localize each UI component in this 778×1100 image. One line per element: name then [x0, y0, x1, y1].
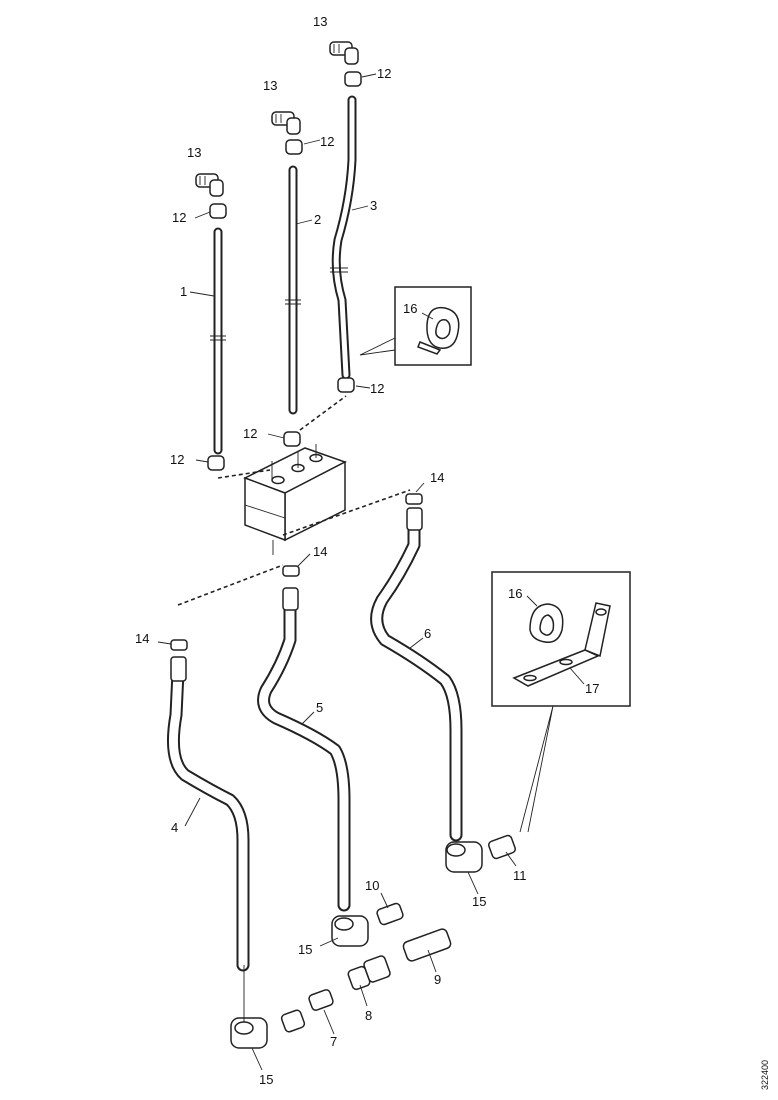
label-part-12-c: 12: [377, 66, 391, 81]
adapter-7: [280, 989, 334, 1033]
label-part-7: 7: [330, 1034, 337, 1049]
label-part-12-a: 12: [172, 210, 186, 225]
callout-labels: 1 2 3 4 5 6 7 8 9 10 11 12 12 12 12 12 1…: [135, 14, 770, 1090]
label-part-14-a: 14: [430, 470, 444, 485]
label-part-12-d: 12: [170, 452, 184, 467]
hose-1: [210, 227, 226, 455]
label-part-12-b: 12: [320, 134, 334, 149]
hose-6: [370, 507, 463, 842]
label-part-14-b: 14: [313, 544, 327, 559]
label-part-13-b: 13: [263, 78, 277, 93]
alignment-lines: [177, 395, 411, 606]
sleeve-12-group: [207, 71, 362, 471]
label-part-10: 10: [365, 878, 379, 893]
inset-bracket: [491, 571, 631, 833]
label-part-3: 3: [370, 198, 377, 213]
hose-5: [257, 587, 351, 912]
connector-11: [488, 834, 516, 860]
tee-fitting-15-a: [230, 965, 268, 1049]
label-part-15-a: 15: [259, 1072, 273, 1087]
label-part-4: 4: [171, 820, 178, 835]
label-part-6: 6: [424, 626, 431, 641]
connector-10: [376, 902, 404, 926]
tee-fitting-15-b: [331, 915, 369, 947]
hose-2: [285, 165, 301, 415]
hose-4: [166, 656, 250, 972]
label-part-1: 1: [180, 284, 187, 299]
nut-8: [347, 955, 391, 991]
label-part-8: 8: [365, 1008, 372, 1023]
tee-fitting-15-c: [445, 841, 483, 873]
elbow-fitting-13-a: [195, 173, 224, 197]
elbow-fitting-13-b: [271, 111, 301, 135]
connector-9: [402, 928, 452, 962]
label-part-14-c: 14: [135, 631, 149, 646]
label-part-11: 11: [513, 868, 527, 883]
inset-clamp: [359, 286, 472, 366]
label-part-2: 2: [314, 212, 321, 227]
label-part-15-b: 15: [298, 942, 312, 957]
hose-3: [330, 95, 357, 380]
label-part-16-a: 16: [403, 301, 417, 316]
nut-14-group: [170, 493, 423, 651]
reference-number: 322400: [760, 1060, 770, 1090]
label-part-16-b: 16: [508, 586, 522, 601]
elbow-fitting-13-c: [329, 41, 359, 65]
label-part-5: 5: [316, 700, 323, 715]
label-part-13-c: 13: [313, 14, 327, 29]
label-part-13-a: 13: [187, 145, 201, 160]
label-part-12-f: 12: [370, 381, 384, 396]
manifold-block: [243, 444, 347, 555]
label-part-12-e: 12: [243, 426, 257, 441]
label-part-15-c: 15: [472, 894, 486, 909]
label-part-17: 17: [585, 681, 599, 696]
label-part-9: 9: [434, 972, 441, 987]
